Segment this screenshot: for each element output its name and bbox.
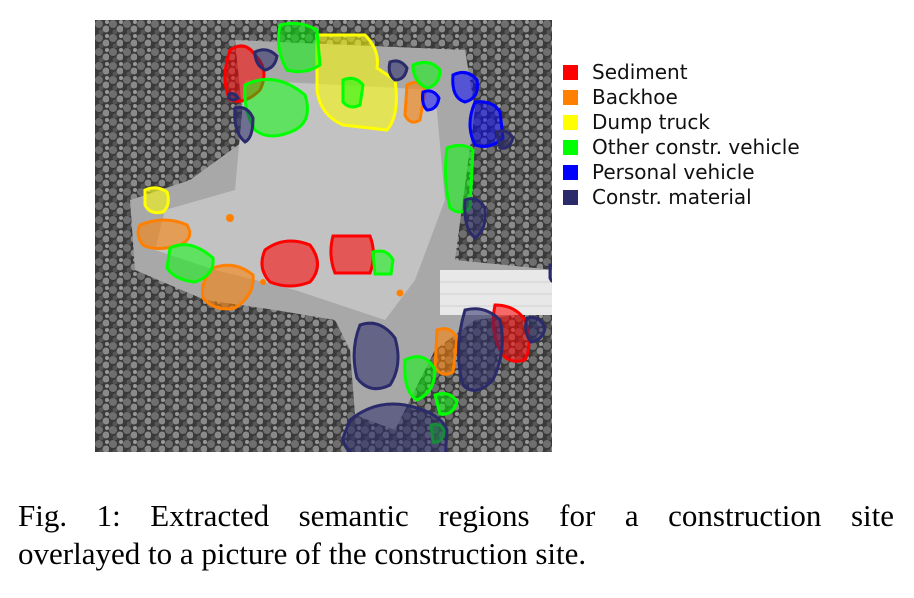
other-vehicle-region	[277, 21, 322, 74]
personal-vehicle-region	[421, 89, 441, 112]
construction-material-region	[524, 316, 547, 344]
backhoe-region	[433, 327, 459, 376]
legend-label: Constr. material	[592, 185, 752, 209]
construction-material-region	[233, 106, 255, 144]
construction-material-region	[548, 263, 559, 283]
legend-item-backhoe: Backhoe	[563, 85, 800, 110]
personal-vehicle-region	[468, 100, 505, 148]
legend: Sediment Backhoe Dump truck Other constr…	[563, 60, 800, 210]
backhoe-region	[201, 263, 255, 311]
personal-vehicle-region	[451, 70, 479, 104]
legend-label: Sediment	[592, 60, 688, 84]
other-vehicle-region	[403, 355, 437, 402]
figure-caption: Fig. 1: Extracted semantic regions for a…	[18, 497, 894, 573]
legend-swatch	[563, 115, 578, 130]
construction-material-region	[387, 59, 409, 82]
legend-swatch	[563, 190, 578, 205]
caption-line-2: overlayed to a picture of the constructi…	[18, 536, 587, 571]
other-vehicle-region	[433, 392, 459, 416]
sediment-region	[260, 239, 319, 288]
legend-label: Backhoe	[592, 85, 678, 109]
legend-item-other-vehicle: Other constr. vehicle	[563, 135, 800, 160]
backhoe-region	[403, 80, 427, 124]
legend-item-dump-truck: Dump truck	[563, 110, 800, 135]
other-vehicle-region	[341, 76, 365, 109]
caption-line-1: Fig. 1: Extracted semantic regions for a…	[18, 498, 894, 533]
legend-swatch	[563, 165, 578, 180]
legend-item-sediment: Sediment	[563, 60, 800, 85]
legend-item-personal-vehicle: Personal vehicle	[563, 160, 800, 185]
other-vehicle-region	[165, 243, 215, 284]
construction-material-region	[456, 307, 504, 392]
construction-material-region	[495, 129, 515, 150]
legend-swatch	[563, 140, 578, 155]
construction-material-region	[463, 197, 487, 240]
construction-material-region	[253, 48, 279, 72]
other-vehicle-region	[411, 60, 442, 90]
legend-swatch	[563, 65, 578, 80]
sediment-region	[329, 234, 375, 275]
other-vehicle-region	[371, 249, 395, 276]
construction-material-region	[227, 92, 240, 102]
dump-truck-region	[143, 186, 170, 215]
legend-label: Personal vehicle	[592, 160, 755, 184]
legend-label: Dump truck	[592, 110, 710, 134]
legend-swatch	[563, 90, 578, 105]
legend-label: Other constr. vehicle	[592, 135, 800, 159]
construction-site-aerial-image	[95, 20, 559, 467]
construction-material-region	[352, 321, 400, 391]
other-vehicle-region	[444, 143, 475, 214]
legend-item-construction-material: Constr. material	[563, 185, 800, 210]
